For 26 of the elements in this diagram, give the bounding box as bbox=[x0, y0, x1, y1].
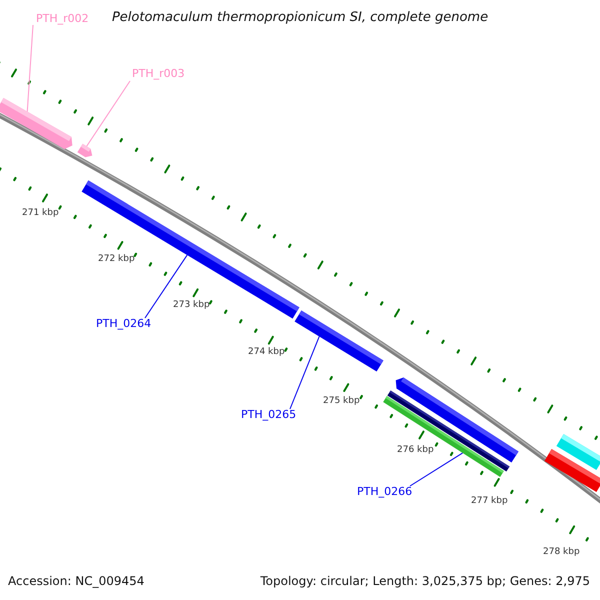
gene-label: PTH_0264 bbox=[96, 317, 152, 330]
scale-label: 273 kbp bbox=[173, 300, 210, 311]
gene-bar bbox=[294, 310, 384, 372]
scale-label: 275 kbp bbox=[323, 396, 360, 407]
leader-line bbox=[290, 336, 320, 410]
scale-label: 276 kbp bbox=[397, 445, 434, 456]
gene-label: PTH_r003 bbox=[132, 67, 185, 80]
gene-label: PTH_0265 bbox=[241, 408, 296, 422]
gene-bar bbox=[544, 448, 600, 492]
gene-label: PTH_r002 bbox=[36, 12, 89, 26]
accession-text: Accession: NC_009454 bbox=[8, 574, 144, 588]
leader-line bbox=[144, 254, 188, 318]
gene-bar bbox=[383, 396, 504, 477]
scale-label: 271 kbp bbox=[22, 208, 59, 219]
gene-label: PTH_0266 bbox=[357, 485, 412, 498]
scale-label: 278 kbp bbox=[543, 547, 580, 558]
title: Pelotomaculum thermopropionicum SI, complete genome bbox=[112, 10, 488, 25]
gene-bar bbox=[0, 98, 72, 150]
scale-label: 272 kbp bbox=[98, 254, 135, 265]
genome-info-text: Topology: circular; Length: 3,025,375 bp; Genes: 2,975 bbox=[260, 574, 590, 588]
leader-line bbox=[26, 24, 34, 112]
gene-bar bbox=[82, 180, 300, 319]
scale-label: 274 kbp bbox=[248, 347, 285, 358]
gene-bar bbox=[77, 144, 92, 158]
leader-line bbox=[86, 80, 130, 147]
scale-label: 277 kbp bbox=[471, 496, 508, 507]
